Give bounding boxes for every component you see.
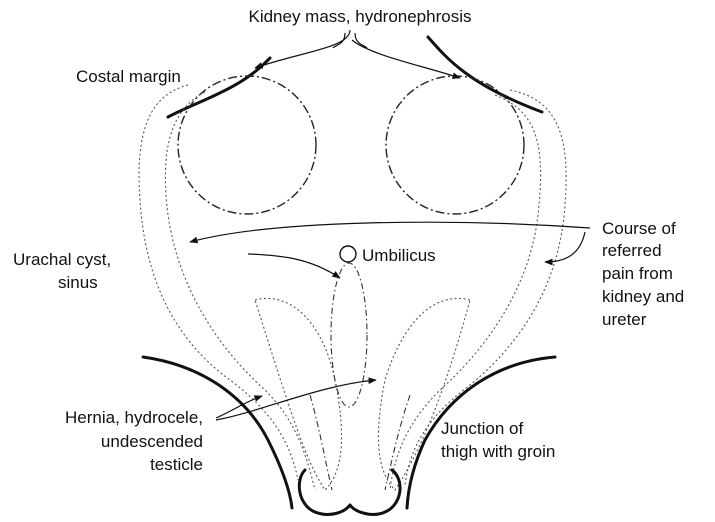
kidney-mass-brace xyxy=(255,30,367,68)
referred-pain-leader-top xyxy=(190,222,590,242)
hernia-outline-right xyxy=(378,298,470,490)
referred-pain-path-left-inner xyxy=(165,92,315,490)
kidney-mass-arrow-right xyxy=(352,40,460,78)
label-course-line3: pain from xyxy=(602,264,673,283)
label-hernia-line1: Hernia, hydrocele, xyxy=(65,408,203,427)
label-hernia-line2: undescended xyxy=(101,432,203,451)
label-course-line2: referred xyxy=(602,241,662,260)
kidney-left xyxy=(178,76,316,214)
hernia-outline-left xyxy=(255,298,342,490)
costal-margin-right xyxy=(428,37,542,112)
kidney-right xyxy=(386,76,524,214)
costal-margin-left xyxy=(168,58,270,117)
urachal-leader xyxy=(248,254,340,278)
scrotum xyxy=(299,470,400,514)
label-junction-line1: Junction of xyxy=(441,419,523,438)
referred-pain-leader-bottom xyxy=(545,232,585,262)
umbilicus xyxy=(340,246,356,262)
label-course-line4: kidney and xyxy=(602,287,684,306)
label-course-line5: ureter xyxy=(602,310,647,329)
inguinal-dashdot-left xyxy=(310,395,332,490)
label-hernia-line3: testicle xyxy=(150,455,203,474)
label-costal-margin: Costal margin xyxy=(76,67,181,86)
label-kidney-mass: Kidney mass, hydronephrosis xyxy=(248,7,471,26)
label-urachal-line2: sinus xyxy=(58,273,98,292)
label-course-line1: Course of xyxy=(602,219,676,238)
label-urachal-line1: Urachal cyst, xyxy=(13,250,111,269)
label-junction-line2: thigh with groin xyxy=(441,442,555,461)
label-umbilicus: Umbilicus xyxy=(362,246,436,265)
